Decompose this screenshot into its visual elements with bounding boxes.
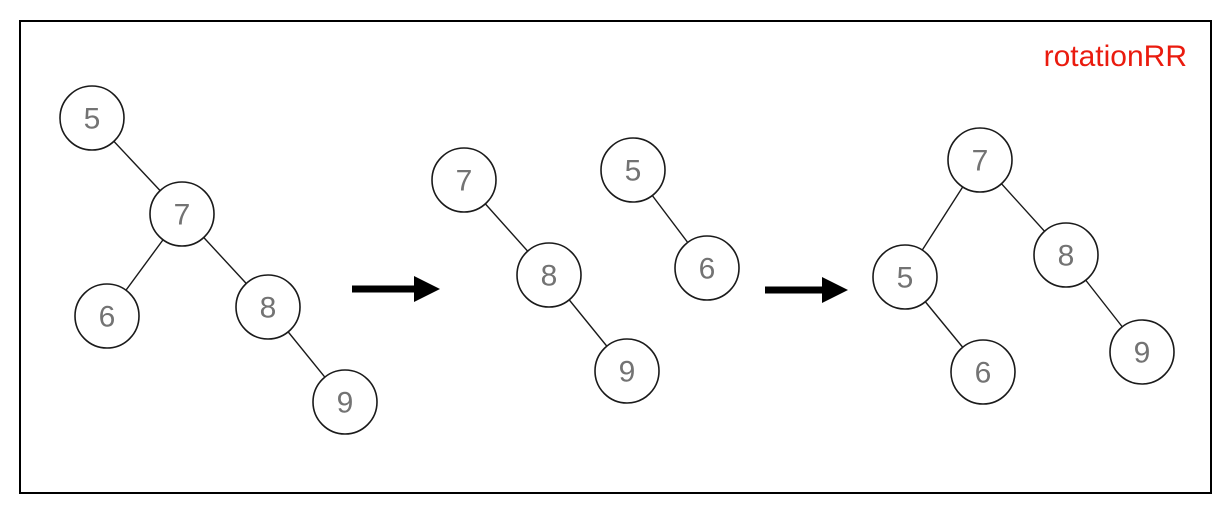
tree-node-detached-9 xyxy=(594,338,660,404)
tree-node-label-before-7: 7 xyxy=(174,199,191,232)
tree-node-after-6 xyxy=(950,339,1016,405)
tree-node-detached-8 xyxy=(516,242,582,308)
tree-node-label-detached-5: 5 xyxy=(625,155,642,188)
tree-node-label-before-5: 5 xyxy=(84,103,101,136)
tree-node-detached-6 xyxy=(674,235,740,301)
tree-node-label-after-5: 5 xyxy=(897,262,914,295)
tree-node-label-after-9: 9 xyxy=(1134,337,1151,370)
tree-node-after-7 xyxy=(947,127,1013,193)
tree-node-before-6 xyxy=(74,283,140,349)
tree-node-before-9 xyxy=(312,369,378,435)
tree-node-before-7 xyxy=(149,181,215,247)
tree-node-label-before-9: 9 xyxy=(337,387,354,420)
tree-node-label-detached-9: 9 xyxy=(619,356,636,389)
tree-node-before-8 xyxy=(235,274,301,340)
tree-node-label-before-6: 6 xyxy=(99,301,116,334)
tree-node-label-after-6: 6 xyxy=(975,357,992,390)
tree-node-label-detached-8: 8 xyxy=(541,260,558,293)
arrow-head-icon-2 xyxy=(822,277,848,303)
tree-node-label-detached-6: 6 xyxy=(699,253,716,286)
diagram-frame xyxy=(19,20,1212,494)
tree-node-after-5 xyxy=(872,244,938,310)
tree-node-label-detached-7: 7 xyxy=(456,165,473,198)
tree-node-label-after-8: 8 xyxy=(1058,240,1075,273)
tree-node-label-after-7: 7 xyxy=(972,145,989,178)
tree-node-after-8 xyxy=(1033,222,1099,288)
tree-node-after-9 xyxy=(1109,319,1175,385)
arrow-head-icon-1 xyxy=(414,276,440,302)
tree-node-detached-7 xyxy=(431,147,497,213)
tree-node-detached-5 xyxy=(600,137,666,203)
diagram-title: rotationRR xyxy=(1043,40,1187,73)
tree-node-before-5 xyxy=(59,85,125,151)
tree-node-label-before-8: 8 xyxy=(260,292,277,325)
